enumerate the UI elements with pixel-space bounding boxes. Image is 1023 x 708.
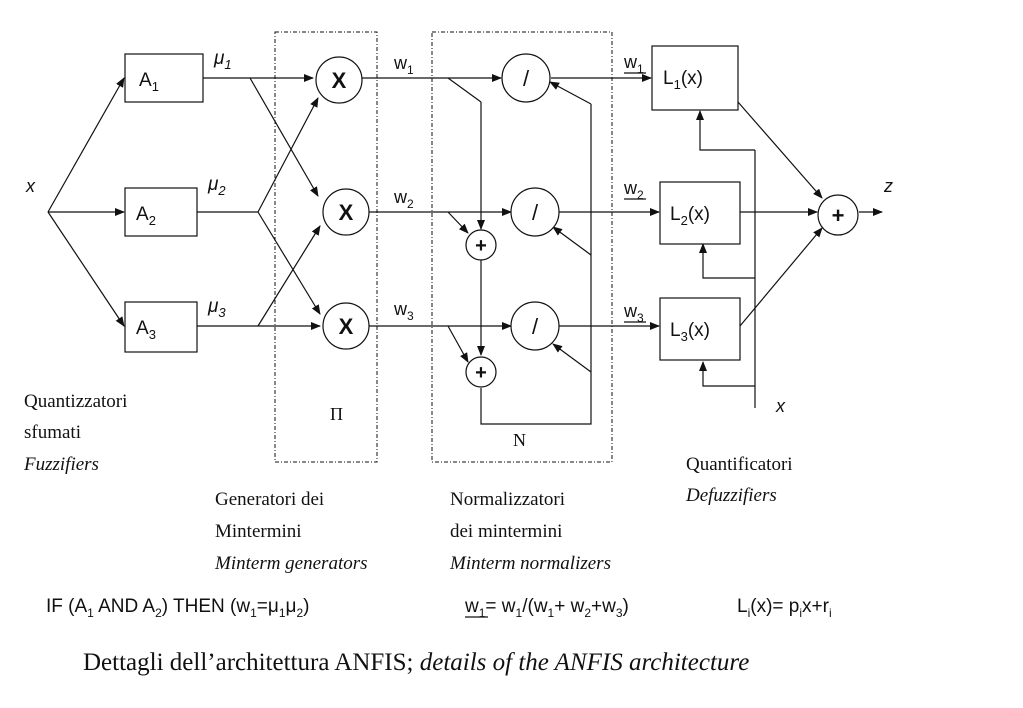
svg-text:sfumati: sfumati	[24, 422, 81, 443]
svg-text:dei mintermini: dei mintermini	[450, 521, 562, 542]
sum-node-1: +	[465, 229, 497, 261]
fuzzifier-a3: A3	[124, 301, 198, 353]
diagram-title: Dettagli dell’architettura ANFIS; detail…	[83, 649, 749, 676]
input-fanout-lines	[47, 77, 125, 327]
output-sum-node: +	[817, 194, 859, 236]
svg-text:+: +	[832, 203, 845, 228]
svg-text:Minterm generators: Minterm generators	[214, 553, 368, 574]
svg-text:/: /	[532, 200, 539, 225]
mu1-label: μ1	[213, 48, 232, 72]
svg-text:X: X	[339, 200, 354, 225]
svg-text:w3: w3	[623, 301, 644, 325]
w2-normalized-label: w2	[623, 178, 646, 202]
formula-normalization: w1= w1/(w1+ w2+w3)	[464, 596, 629, 620]
divide-node-3: /	[510, 301, 560, 351]
output-z-label: z	[883, 176, 893, 196]
svg-text:/: /	[532, 314, 539, 339]
svg-text:A1: A1	[139, 70, 159, 94]
product-node-2: X	[322, 188, 370, 236]
svg-text:Quantificatori: Quantificatori	[686, 454, 793, 475]
w1-label: w1	[393, 53, 414, 77]
svg-text:w1: w1	[623, 52, 644, 76]
sum-network-lines	[447, 77, 592, 425]
consequent-l1: L1(x)	[651, 45, 739, 111]
feedback-x-label: x	[775, 396, 786, 416]
w3-normalized-label: w3	[623, 301, 646, 325]
w1-normalized-label: w1	[623, 52, 646, 76]
fuzzifier-a1: A1	[124, 53, 204, 103]
svg-text:Quantizzatori: Quantizzatori	[24, 391, 127, 412]
membership-lines	[197, 74, 321, 330]
divide-node-1: /	[501, 53, 551, 103]
svg-text:X: X	[332, 68, 347, 93]
normalizers-caption: Normalizzatori dei mintermini Minterm no…	[449, 489, 611, 574]
product-node-1: X	[315, 56, 363, 104]
svg-text:w1= w1/(w1+ w2+w3): w1= w1/(w1+ w2+w3)	[464, 596, 629, 620]
svg-text:Generatori dei: Generatori dei	[215, 489, 324, 510]
x-feedback-lines	[696, 110, 756, 408]
formula-consequent: Li(x)= pix+ri	[737, 596, 832, 620]
svg-text:+: +	[475, 362, 487, 384]
svg-text:Fuzzifiers: Fuzzifiers	[23, 454, 99, 475]
svg-text:X: X	[339, 314, 354, 339]
weight-lines	[362, 74, 512, 330]
consequent-l2: L2(x)	[659, 181, 741, 245]
svg-text:Minterm normalizers: Minterm normalizers	[449, 553, 611, 574]
consequent-l3: L3(x)	[659, 297, 741, 361]
normalized-weight-lines	[551, 74, 660, 330]
minterm-generators-frame	[274, 31, 378, 463]
w3-label: w3	[393, 299, 414, 323]
svg-text:L2(x): L2(x)	[670, 204, 710, 228]
product-node-3: X	[322, 302, 370, 350]
pi-label: Π	[330, 404, 343, 424]
svg-text:+: +	[475, 235, 487, 257]
input-x-label: x	[25, 176, 36, 196]
svg-text:/: /	[523, 66, 530, 91]
svg-text:L3(x): L3(x)	[670, 320, 710, 344]
svg-text:Mintermini: Mintermini	[215, 521, 302, 542]
svg-text:Defuzzifiers: Defuzzifiers	[685, 485, 777, 506]
svg-text:A3: A3	[136, 318, 156, 342]
fuzzifier-a2: A2	[124, 187, 198, 237]
minterm-normalizers-frame	[431, 31, 613, 463]
output-lines	[737, 101, 883, 327]
generators-caption: Generatori dei Mintermini Minterm genera…	[214, 489, 368, 574]
formula-rule: IF (A1 AND A2) THEN (w1=μ1μ2)	[46, 596, 310, 620]
svg-text:A2: A2	[136, 204, 156, 228]
mu3-label: μ3	[207, 296, 226, 320]
n-label: N	[513, 430, 526, 450]
w2-label: w2	[393, 187, 414, 211]
defuzzifiers-caption: Quantificatori Defuzzifiers	[685, 454, 793, 506]
sum-node-2: +	[465, 356, 497, 388]
svg-text:L1(x): L1(x)	[663, 68, 703, 92]
mu2-label: μ2	[207, 174, 226, 198]
divide-node-2: /	[510, 187, 560, 237]
fuzzifiers-caption: Quantizzatori sfumati Fuzzifiers	[23, 391, 127, 475]
svg-text:Normalizzatori: Normalizzatori	[450, 489, 565, 510]
svg-text:w2: w2	[623, 178, 644, 202]
